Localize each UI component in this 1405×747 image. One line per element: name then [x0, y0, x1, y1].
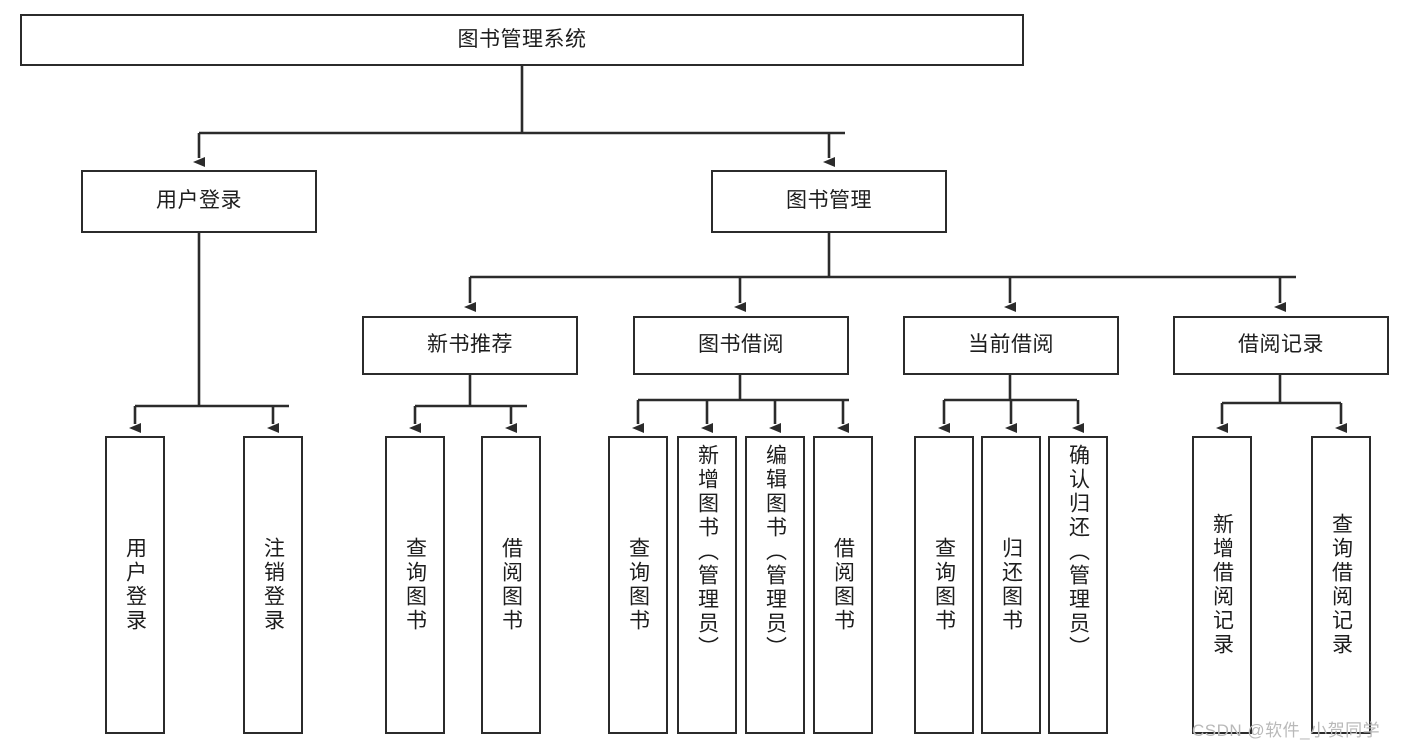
node-leaf-edit-book-admin[interactable]: 编辑图书（管理员）: [745, 436, 805, 734]
csdn-watermark: CSDN @软件_小贺同学: [1192, 721, 1381, 740]
node-leaf-borrow-book-1[interactable]: 借阅图书: [481, 436, 541, 734]
node-leaf-query-book-1-label: 查询图书: [403, 537, 427, 633]
node-leaf-return-book[interactable]: 归还图书: [981, 436, 1041, 734]
node-borrow-record-label: 借阅记录: [1238, 333, 1324, 357]
node-leaf-query-borrow-record-label: 查询借阅记录: [1329, 513, 1353, 657]
node-leaf-add-borrow-record-label: 新增借阅记录: [1210, 513, 1234, 657]
node-leaf-borrow-book-2-label: 借阅图书: [831, 537, 855, 633]
node-leaf-user-login[interactable]: 用户登录: [105, 436, 165, 734]
node-root[interactable]: 图书管理系统: [20, 14, 1024, 66]
node-book-management-label: 图书管理: [786, 189, 872, 213]
node-leaf-confirm-return-admin[interactable]: 确认归还（管理员）: [1048, 436, 1108, 734]
node-leaf-user-login-label: 用户登录: [123, 537, 147, 633]
node-leaf-add-book-admin-label: 新增图书（管理员）: [695, 444, 719, 660]
node-leaf-logout-login-label: 注销登录: [261, 537, 285, 633]
node-leaf-query-book-2[interactable]: 查询图书: [608, 436, 668, 734]
node-leaf-confirm-return-admin-label: 确认归还（管理员）: [1066, 444, 1090, 660]
node-leaf-borrow-book-1-label: 借阅图书: [499, 537, 523, 633]
node-user-login-label: 用户登录: [156, 189, 242, 213]
node-book-borrow[interactable]: 图书借阅: [633, 316, 849, 375]
node-borrow-record[interactable]: 借阅记录: [1173, 316, 1389, 375]
node-leaf-query-book-3-label: 查询图书: [932, 537, 956, 633]
node-leaf-query-book-1[interactable]: 查询图书: [385, 436, 445, 734]
node-leaf-query-book-2-label: 查询图书: [626, 537, 650, 633]
node-current-borrow-label: 当前借阅: [968, 333, 1054, 357]
node-current-borrow[interactable]: 当前借阅: [903, 316, 1119, 375]
node-leaf-edit-book-admin-label: 编辑图书（管理员）: [763, 444, 787, 660]
node-leaf-return-book-label: 归还图书: [999, 537, 1023, 633]
node-leaf-borrow-book-2[interactable]: 借阅图书: [813, 436, 873, 734]
node-leaf-add-borrow-record[interactable]: 新增借阅记录: [1192, 436, 1252, 734]
node-root-label: 图书管理系统: [457, 27, 587, 51]
node-leaf-query-book-3[interactable]: 查询图书: [914, 436, 974, 734]
node-leaf-query-borrow-record[interactable]: 查询借阅记录: [1311, 436, 1371, 734]
node-book-borrow-label: 图书借阅: [698, 333, 784, 357]
node-book-management[interactable]: 图书管理: [711, 170, 947, 233]
node-new-book-recommend[interactable]: 新书推荐: [362, 316, 578, 375]
node-new-book-recommend-label: 新书推荐: [427, 333, 513, 357]
node-leaf-logout-login[interactable]: 注销登录: [243, 436, 303, 734]
node-leaf-add-book-admin[interactable]: 新增图书（管理员）: [677, 436, 737, 734]
node-user-login[interactable]: 用户登录: [81, 170, 317, 233]
